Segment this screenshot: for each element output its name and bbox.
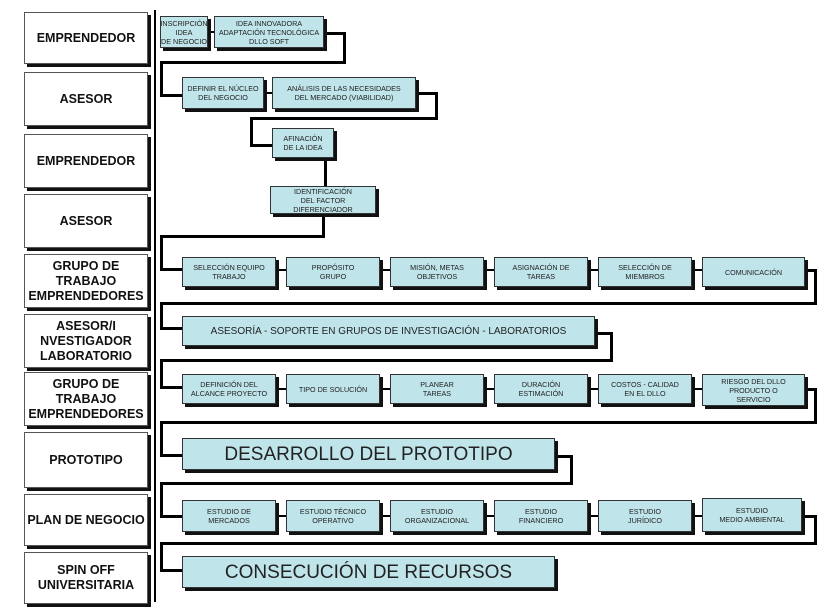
role-emprendedor-1: EMPRENDEDOR	[24, 12, 148, 64]
connector	[160, 235, 163, 271]
connector	[484, 269, 494, 271]
connector	[264, 92, 272, 94]
role-plan-negocio: PLAN DE NEGOCIO	[24, 494, 148, 546]
step-definicion-alcance: DEFINICIÓN DEL ALCANCE PROYECTO	[182, 374, 276, 404]
connector	[160, 359, 613, 362]
connector	[160, 61, 346, 64]
connector	[588, 515, 598, 517]
connector	[276, 269, 286, 271]
connector	[160, 235, 325, 238]
connector	[160, 268, 182, 271]
connector	[160, 61, 163, 97]
connector	[588, 269, 598, 271]
step-consecucion-recursos: CONSECUCIÓN DE RECURSOS	[182, 556, 555, 588]
connector	[595, 332, 613, 335]
role-grupo-trabajo-2: GRUPO DE TRABAJO EMPRENDEDORES	[24, 372, 148, 426]
connector	[814, 515, 817, 545]
step-seleccion-miembros: SELECCIÓN DE MIEMBROS	[598, 257, 692, 287]
connector	[484, 515, 494, 517]
connector	[324, 152, 327, 186]
connector	[160, 359, 163, 389]
step-desarrollo-prototipo: DESARROLLO DEL PROTOTIPO	[182, 438, 555, 470]
role-asesor-2: ASESOR	[24, 194, 148, 248]
connector	[343, 32, 346, 64]
connector	[324, 32, 346, 35]
lane-separator	[154, 10, 156, 602]
step-inscripcion-idea: INSCRIPCIÓN IDEA DE NEGOCIO	[160, 16, 208, 48]
step-estudio-juridico: ESTUDIO JURÍDICO	[598, 500, 692, 532]
step-afinacion-idea: AFINACIÓN DE LA IDEA	[272, 128, 334, 158]
connector	[276, 388, 286, 390]
connector	[160, 482, 163, 518]
connector	[570, 455, 573, 485]
step-costos-calidad: COSTOS - CALIDAD EN EL DLLO	[598, 374, 692, 404]
connector	[805, 269, 817, 272]
connector	[160, 515, 182, 518]
step-identificacion-factor: IDENTIFICACIÓN DEL FACTOR DIFERENCIADOR	[270, 186, 376, 214]
connector	[555, 455, 573, 458]
connector	[160, 454, 182, 457]
step-duracion-estimacion: DURACIÓN ESTIMACIÓN	[494, 374, 588, 404]
connector	[692, 388, 702, 390]
step-asignacion-tareas: ASIGNACIÓN DE TAREAS	[494, 257, 588, 287]
connector	[160, 302, 817, 305]
connector	[160, 421, 163, 457]
connector	[250, 144, 272, 147]
step-estudio-financiero: ESTUDIO FINANCIERO	[494, 500, 588, 532]
step-estudio-mercados: ESTUDIO DE MERCADOS	[182, 500, 276, 532]
connector	[380, 388, 390, 390]
connector	[380, 515, 390, 517]
role-grupo-trabajo-1: GRUPO DE TRABAJO EMPRENDEDORES	[24, 254, 148, 308]
step-mision-metas: MISIÓN, METAS OBJETIVOS	[390, 257, 484, 287]
connector	[160, 302, 163, 330]
role-spin-off: SPIN OFF UNIVERSITARIA	[24, 552, 148, 604]
step-asesoria-soporte: ASESORÍA - SOPORTE EN GRUPOS DE INVESTIG…	[182, 316, 595, 346]
connector	[160, 482, 573, 485]
role-prototipo: PROTOTIPO	[24, 432, 148, 488]
role-asesor-investigador: ASESOR/I NVESTIGADOR LABORATORIO	[24, 314, 148, 368]
connector	[160, 569, 182, 572]
step-estudio-medio-ambiental: ESTUDIO MEDIO AMBIENTAL	[702, 498, 802, 532]
connector	[814, 269, 817, 305]
step-estudio-organizacional: ESTUDIO ORGANIZACIONAL	[390, 500, 484, 532]
connector	[250, 117, 438, 120]
step-planear-tareas: PLANEAR TAREAS	[390, 374, 484, 404]
connector	[484, 388, 494, 390]
step-proposito-grupo: PROPÓSITO GRUPO	[286, 257, 380, 287]
connector	[610, 332, 613, 362]
connector	[380, 269, 390, 271]
connector	[435, 92, 438, 120]
connector	[250, 117, 253, 147]
connector	[160, 386, 182, 389]
step-seleccion-equipo: SELECCIÓN EQUIPO TRABAJO	[182, 257, 276, 287]
connector	[692, 269, 702, 271]
connector	[322, 212, 325, 238]
connector	[802, 515, 817, 518]
step-tipo-solucion: TIPO DE SOLUCIÓN	[286, 374, 380, 404]
connector	[805, 388, 817, 391]
connector	[160, 421, 817, 424]
connector	[814, 388, 817, 424]
step-analisis-necesidades: ANÁLISIS DE LAS NECESIDADES DEL MERCADO …	[272, 77, 416, 109]
step-riesgo-dllo: RIESGO DEL DLLO PRODUCTO O SERVICIO	[702, 374, 805, 406]
connector	[160, 327, 182, 330]
connector	[208, 31, 214, 33]
step-comunicacion: COMUNICACIÓN	[702, 257, 805, 287]
connector	[160, 94, 182, 97]
step-idea-innovadora: IDEA INNOVADORA ADAPTACIÓN TECNOLÓGICA D…	[214, 16, 324, 48]
connector	[588, 388, 598, 390]
connector	[160, 542, 817, 545]
step-definir-nucleo: DEFINIR EL NÚCLEO DEL NEGOCIO	[182, 77, 264, 109]
connector	[160, 542, 163, 572]
connector	[416, 92, 438, 95]
role-asesor-1: ASESOR	[24, 72, 148, 126]
connector	[276, 515, 286, 517]
role-emprendedor-2: EMPRENDEDOR	[24, 134, 148, 188]
step-estudio-tecnico: ESTUDIO TÉCNICO OPERATIVO	[286, 500, 380, 532]
connector	[692, 515, 702, 517]
